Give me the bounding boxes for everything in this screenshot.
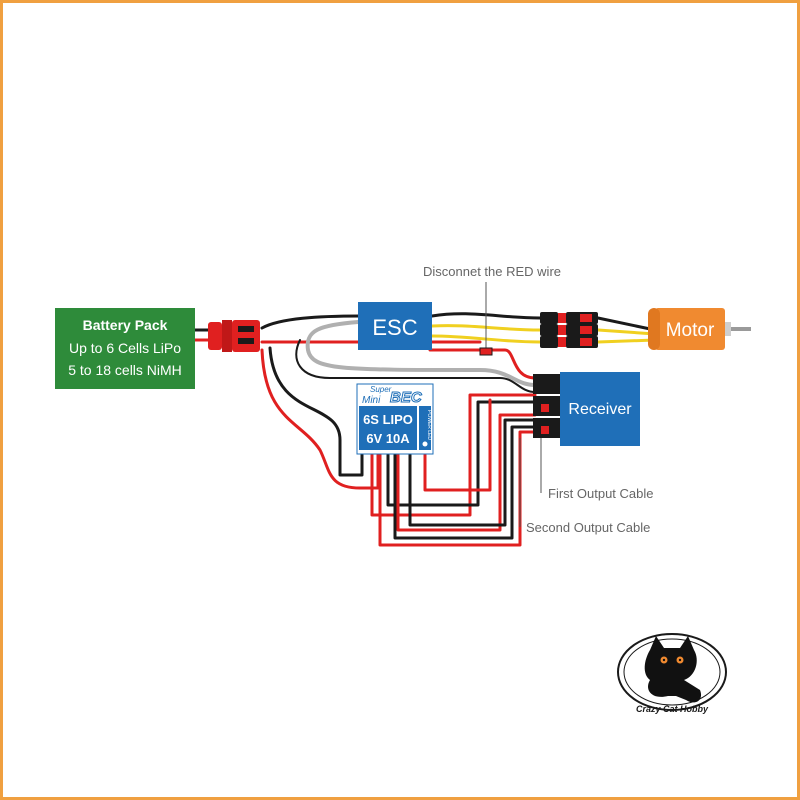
motor-phase-1 <box>430 312 542 320</box>
esc: ESC <box>358 302 432 350</box>
first-output-cable-label: First Output Cable <box>548 486 654 501</box>
motor-phase-2 <box>430 324 542 332</box>
bec-out-red-b <box>396 413 537 532</box>
receiver-label: Receiver <box>568 401 632 418</box>
bec-spec-2: 6V 10A <box>366 431 410 446</box>
bec-red-input <box>260 348 380 490</box>
bec-led-label: POWER LED <box>426 410 432 440</box>
disconnect-red-wire-label: Disconnet the RED wire <box>423 264 561 279</box>
bec-out-red-d <box>423 398 492 492</box>
bec-brand-mini: Mini <box>362 395 381 406</box>
battery-title: Battery Pack <box>83 317 168 333</box>
bec-out-black-b <box>408 418 537 527</box>
esc-signal-lead <box>305 320 537 387</box>
motor-phase-3 <box>430 334 542 344</box>
bec-black-input <box>268 346 364 477</box>
red-wire-disconnect-marker <box>479 282 493 356</box>
receiver-plugs <box>533 374 560 438</box>
battery-line-1: Up to 6 Cells LiPo <box>69 340 181 356</box>
motor-phase-out-1 <box>596 316 657 332</box>
motor-phase-out-3 <box>596 338 657 344</box>
bec-power-led <box>422 441 428 447</box>
motor-phase-out-2 <box>596 328 657 336</box>
crazy-cat-hobby-logo: Crazy Cat Hobby <box>617 633 727 714</box>
wires <box>193 312 657 547</box>
receiver: Receiver <box>560 372 640 446</box>
annotations: Disconnet the RED wire First Output Cabl… <box>423 264 654 535</box>
esc-red-lead-to-rx <box>428 348 537 380</box>
bec-out-black-a <box>386 400 537 507</box>
motor-label: Motor <box>666 320 715 341</box>
second-output-cable-label: Second Output Cable <box>526 520 650 535</box>
battery-connector <box>208 320 260 352</box>
esc-label: ESC <box>372 315 417 340</box>
bec-brand-small: Super <box>370 385 392 394</box>
bec-out-red-a <box>370 393 537 517</box>
bec-out-black-c <box>393 425 537 540</box>
bec-out-red-c <box>378 430 537 547</box>
cat-icon <box>644 636 702 703</box>
logo-text: Crazy Cat Hobby <box>636 704 709 714</box>
esc-black-lead-to-rx <box>295 339 536 393</box>
bec-spec-1: 6S LIPO <box>363 412 413 427</box>
motor: Motor <box>648 308 751 350</box>
battery-pack: Battery Pack Up to 6 Cells LiPo 5 to 18 … <box>55 308 195 389</box>
battery-line-2: 5 to 18 cells NiMH <box>68 362 182 378</box>
bec-brand-big: BEC <box>390 389 423 406</box>
esc-black-input <box>260 314 362 330</box>
motor-bullet-connectors <box>540 312 598 348</box>
super-mini-bec: Super Mini BEC 6S LIPO 6V 10A POWER LED <box>356 383 434 455</box>
